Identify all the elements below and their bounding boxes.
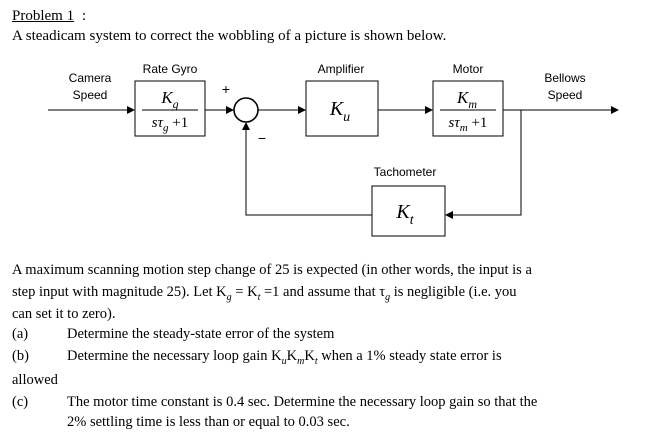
motor-denominator: sτm +1 <box>449 115 488 134</box>
paragraph-line-2: step input with magnitude 25). Let Kg = … <box>12 284 517 303</box>
item-c-line-2: 2% settling time is less than or equal t… <box>67 414 350 430</box>
problem-title: Problem 1 <box>12 8 75 24</box>
item-c-label: (c) <box>12 394 29 410</box>
tachometer-label: Tachometer <box>374 165 437 179</box>
rate-gyro-numerator: Kg <box>160 88 178 111</box>
block-diagram: Camera Speed Rate Gyro Kg sτg +1 + − Amp… <box>48 62 619 237</box>
input-label-line2: Speed <box>73 88 108 102</box>
paragraph-line-1: A maximum scanning motion step change of… <box>12 262 532 278</box>
output-label-line1: Bellows <box>544 71 585 85</box>
rate-gyro-denominator: sτg +1 <box>152 115 188 134</box>
problem-intro: A steadicam system to correct the wobbli… <box>12 28 447 44</box>
item-b-line-2: allowed <box>12 372 58 388</box>
item-b-label: (b) <box>12 348 29 364</box>
summing-plus-sign: + <box>222 81 230 97</box>
item-a-label: (a) <box>12 326 29 342</box>
motor-numerator: Km <box>456 88 477 111</box>
tachometer-gain: Kt <box>395 201 414 228</box>
amplifier-label: Amplifier <box>318 62 365 76</box>
feedback-line-to-sum <box>242 122 372 216</box>
tachometer-block <box>371 185 446 237</box>
problem-title-colon: : <box>82 8 87 24</box>
rate-gyro-label: Rate Gyro <box>143 62 198 76</box>
item-b-text: Determine the necessary loop gain KuKmKt… <box>67 348 502 367</box>
input-label-line1: Camera <box>69 71 112 85</box>
rate-gyro-block <box>134 80 206 137</box>
feedback-line-to-tachometer <box>445 110 522 219</box>
summing-minus-sign: − <box>258 130 266 146</box>
amplifier-block <box>305 80 379 137</box>
output-label-line2: Speed <box>548 88 583 102</box>
motor-block <box>432 80 504 137</box>
summing-junction <box>233 97 259 123</box>
paragraph-line-3: can set it to zero). <box>12 306 116 322</box>
item-a-text: Determine the steady-state error of the … <box>67 326 335 342</box>
amplifier-gain: Ku <box>329 98 350 125</box>
item-c-line-1: The motor time constant is 0.4 sec. Dete… <box>67 394 538 410</box>
motor-label: Motor <box>453 62 484 76</box>
